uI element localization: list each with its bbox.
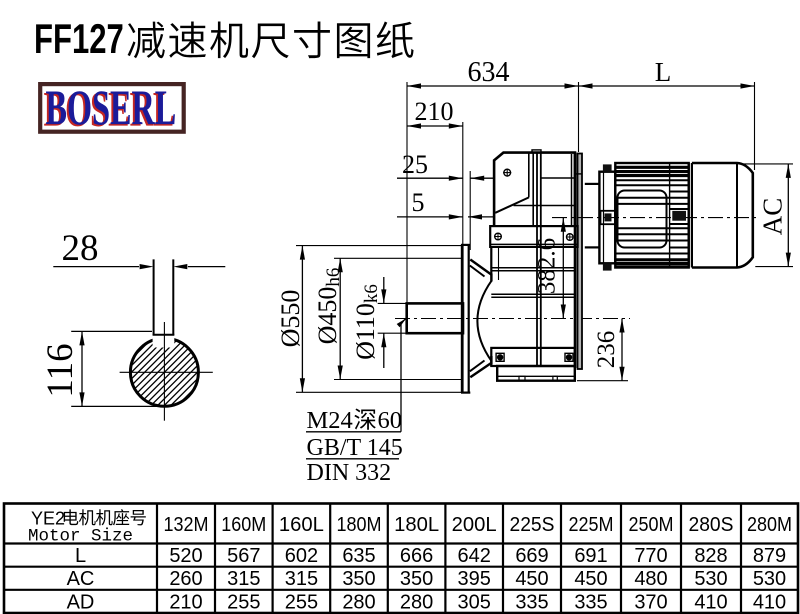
svg-text:305: 305 — [458, 591, 491, 613]
svg-text:DIN 332: DIN 332 — [307, 460, 392, 486]
svg-text:350: 350 — [400, 568, 433, 590]
svg-text:642: 642 — [458, 545, 491, 567]
svg-text:280M: 280M — [747, 514, 792, 536]
svg-text:280: 280 — [342, 591, 375, 613]
svg-text:315: 315 — [285, 568, 318, 590]
svg-text:AC: AC — [758, 198, 788, 236]
svg-text:Ø550: Ø550 — [276, 290, 305, 348]
svg-text:370: 370 — [634, 591, 667, 613]
svg-text:879: 879 — [753, 545, 786, 567]
svg-text:GB/T 145: GB/T 145 — [307, 435, 403, 461]
svg-text:669: 669 — [515, 545, 548, 567]
svg-text:350: 350 — [342, 568, 375, 590]
svg-text:315: 315 — [227, 568, 260, 590]
svg-text:180M: 180M — [337, 514, 382, 536]
svg-text:225M: 225M — [569, 514, 614, 536]
svg-text:FF127: FF127 — [34, 15, 124, 62]
svg-text:116: 116 — [40, 343, 81, 397]
svg-text:M24: M24 — [307, 407, 353, 434]
svg-text:634: 634 — [468, 57, 510, 88]
svg-text:Ø450h6: Ø450h6 — [313, 268, 344, 345]
svg-text:666: 666 — [400, 545, 433, 567]
svg-text:Motor Size: Motor Size — [28, 527, 133, 547]
svg-text:200L: 200L — [452, 514, 497, 536]
svg-text:5: 5 — [412, 188, 425, 217]
svg-text:335: 335 — [574, 591, 607, 613]
svg-text:28: 28 — [62, 228, 99, 269]
svg-text:AC: AC — [67, 568, 95, 590]
svg-text:480: 480 — [634, 568, 667, 590]
svg-text:280S: 280S — [689, 514, 734, 536]
svg-text:L: L — [75, 545, 86, 567]
svg-text:602: 602 — [285, 545, 318, 567]
svg-text:Ø110k6: Ø110k6 — [351, 284, 382, 360]
svg-text:691: 691 — [574, 545, 607, 567]
svg-text:255: 255 — [285, 591, 318, 613]
svg-text:280: 280 — [400, 591, 433, 613]
svg-text:255: 255 — [227, 591, 260, 613]
svg-text:410: 410 — [694, 591, 727, 613]
svg-text:180L: 180L — [394, 514, 439, 536]
svg-text:450: 450 — [515, 568, 548, 590]
svg-text:395: 395 — [458, 568, 491, 590]
svg-text:410: 410 — [753, 591, 786, 613]
svg-text:BOSERL: BOSERL — [44, 83, 175, 138]
svg-text:BOSERL: BOSERL — [46, 81, 177, 136]
svg-text:250M: 250M — [629, 514, 674, 536]
svg-text:132M: 132M — [164, 514, 209, 536]
svg-text:25: 25 — [402, 150, 428, 179]
svg-text:530: 530 — [753, 568, 786, 590]
svg-text:AD: AD — [67, 591, 95, 613]
svg-text:210: 210 — [169, 591, 202, 613]
svg-text:160L: 160L — [279, 514, 324, 536]
svg-text:530: 530 — [694, 568, 727, 590]
svg-text:567: 567 — [227, 545, 260, 567]
svg-text:YE2: YE2 — [31, 509, 65, 529]
svg-text:382.6: 382.6 — [534, 238, 561, 294]
svg-text:236: 236 — [593, 331, 620, 369]
svg-text:60: 60 — [378, 407, 403, 434]
svg-text:L: L — [655, 57, 672, 87]
svg-text:335: 335 — [515, 591, 548, 613]
svg-text:828: 828 — [694, 545, 727, 567]
svg-text:260: 260 — [169, 568, 202, 590]
svg-text:225S: 225S — [510, 514, 555, 536]
svg-text:635: 635 — [342, 545, 375, 567]
svg-text:770: 770 — [634, 545, 667, 567]
svg-text:450: 450 — [574, 568, 607, 590]
svg-text:520: 520 — [169, 545, 202, 567]
svg-text:210: 210 — [415, 97, 454, 126]
svg-text:160M: 160M — [221, 514, 266, 536]
